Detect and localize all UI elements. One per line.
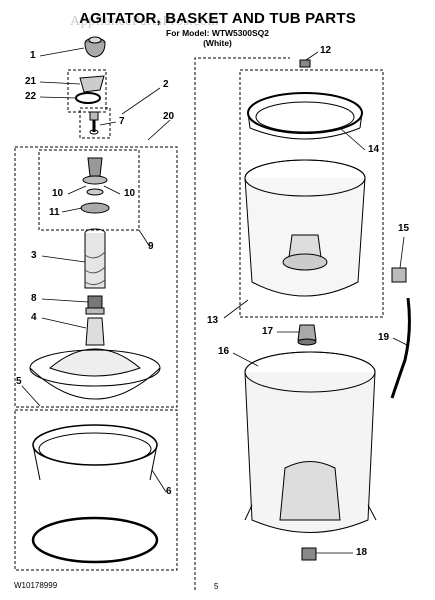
callout-22: 22 bbox=[25, 91, 37, 102]
callout-16: 16 bbox=[218, 346, 230, 357]
part-agitator-cap bbox=[84, 36, 106, 58]
part-tub-ring bbox=[31, 424, 159, 564]
group-box-20 bbox=[14, 146, 178, 408]
part-bolt-7 bbox=[89, 111, 99, 135]
page-number: 5 bbox=[214, 582, 219, 591]
part-seal-21 bbox=[79, 75, 105, 93]
callout-21: 21 bbox=[25, 76, 37, 87]
part-collar bbox=[85, 295, 105, 315]
callout-3: 3 bbox=[31, 250, 37, 261]
watermark: AppliancePartsPros.com bbox=[70, 14, 220, 29]
callout-1: 1 bbox=[30, 50, 36, 61]
callout-7: 7 bbox=[119, 116, 125, 127]
part-balance-ring bbox=[247, 92, 363, 140]
callout-4: 4 bbox=[31, 312, 37, 323]
callout-17: 17 bbox=[262, 326, 274, 337]
part-agitator-base bbox=[29, 317, 161, 400]
doc-number: W10178999 bbox=[14, 581, 58, 590]
part-hub-17 bbox=[297, 324, 317, 346]
part-drain-hose-19 bbox=[390, 297, 411, 399]
callout-9: 9 bbox=[148, 241, 154, 252]
callout-10-left: 10 bbox=[52, 188, 64, 199]
part-outer-tub bbox=[244, 351, 377, 533]
part-agitator-dogs bbox=[80, 157, 110, 214]
callout-20: 20 bbox=[163, 111, 175, 122]
part-nut-12 bbox=[299, 59, 311, 68]
callout-13: 13 bbox=[207, 315, 219, 326]
callout-2: 2 bbox=[163, 79, 169, 90]
model-color: (White) bbox=[203, 38, 232, 48]
callout-12: 12 bbox=[320, 45, 332, 56]
callout-6: 6 bbox=[166, 486, 172, 497]
callout-10-right: 10 bbox=[124, 188, 136, 199]
callout-8: 8 bbox=[31, 293, 37, 304]
model-number: For Model: WTW5300SQ2 bbox=[166, 28, 269, 38]
part-auger bbox=[84, 228, 106, 289]
callout-19: 19 bbox=[378, 332, 390, 343]
diagram-title: AGITATOR, BASKET AND TUB PARTS bbox=[79, 10, 356, 27]
group-box-5-6 bbox=[14, 409, 178, 571]
callout-14: 14 bbox=[368, 144, 380, 155]
callout-11: 11 bbox=[49, 207, 60, 218]
callout-18: 18 bbox=[356, 547, 368, 558]
callout-5: 5 bbox=[16, 376, 22, 387]
group-box-14-13 bbox=[239, 69, 384, 318]
callout-15: 15 bbox=[398, 223, 410, 234]
part-ring-22 bbox=[75, 92, 101, 104]
connector-dashed-line bbox=[194, 57, 290, 590]
model-label: For Model: WTW5300SQ2 (White) bbox=[0, 28, 435, 48]
part-basket bbox=[244, 159, 366, 297]
part-nut-18 bbox=[301, 547, 317, 561]
part-hose-clamp-15 bbox=[391, 267, 407, 283]
